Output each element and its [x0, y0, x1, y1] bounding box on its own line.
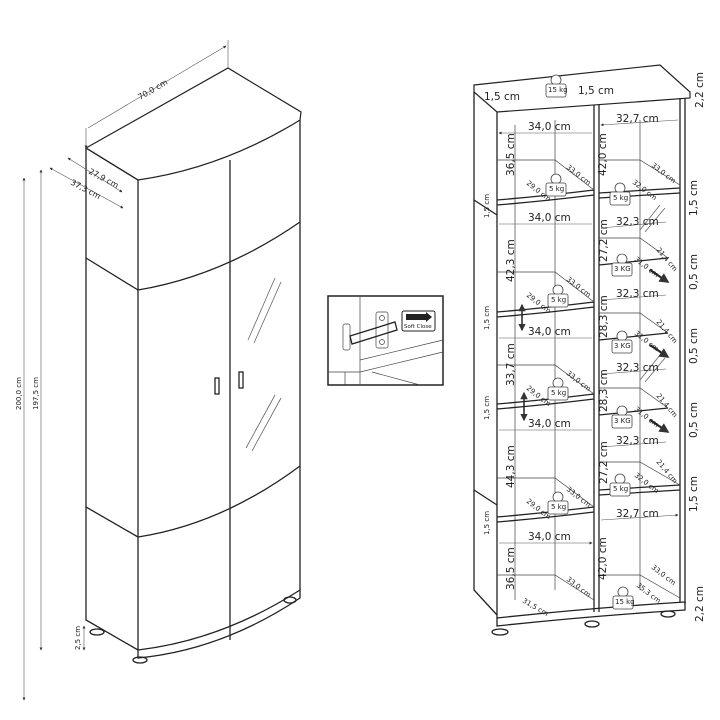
cabinet-overview: 70,0 cm 27,9 cm 37,3 cm 200,0 cm 197,5 c… — [15, 40, 302, 701]
dimension-label: 42,0 cm — [597, 537, 609, 580]
dimension-label: 33,0 cm — [565, 575, 593, 599]
weight-label: 5 kg — [613, 194, 628, 202]
hinge-icon — [342, 311, 398, 351]
height-label: 200,0 cm — [15, 377, 23, 410]
dimension-label: 32,7 cm — [616, 508, 659, 520]
width-label: 70,0 cm — [137, 78, 170, 102]
arrow-right-icon — [406, 312, 432, 322]
weight-label: 5 kg — [551, 503, 566, 511]
dimension-label: 21,4 cm — [654, 246, 679, 273]
weight-label: 5 kg — [613, 485, 628, 493]
dimension-label: 33,0 cm — [565, 275, 593, 299]
dimension-label: 0,5 cm — [688, 402, 700, 438]
dimension-label: 34,0 cm — [528, 212, 571, 224]
dimension-label: 34,0 cm — [528, 531, 571, 543]
hinge-inset: Soft Close — [327, 295, 444, 386]
dimension-label: 32,3 cm — [616, 216, 659, 228]
dimension-label: 28,3 cm — [598, 369, 610, 412]
dimension-label: 42,3 cm — [505, 239, 517, 282]
dimension-label: 1,5 cm — [483, 511, 491, 535]
dimension-label: 32,3 cm — [616, 288, 659, 300]
weight-icon: 15 kg — [545, 74, 568, 98]
dimension-label: 21,4 cm — [654, 392, 679, 419]
dimension-label: 1,5 cm — [484, 91, 520, 103]
weight-icon: 15 kg — [612, 586, 635, 610]
weight-label: 15 kg — [615, 598, 635, 606]
dimension-label: 1,5 cm — [483, 306, 491, 330]
dimension-label: 1,5 cm — [688, 180, 700, 216]
dimension-label: 36,5 cm — [505, 547, 517, 590]
weight-icon: 5 kg — [547, 491, 569, 515]
weight-label: 5 kg — [551, 296, 566, 304]
dimension-label: 33,0 cm — [565, 369, 593, 393]
dimension-label: 33,0 cm — [565, 163, 593, 187]
weight-label: 3 KG — [614, 342, 631, 350]
dimension-label: 33,7 cm — [505, 343, 517, 386]
soft-close-label: Soft Close — [404, 324, 432, 330]
dimension-label: 33,0 cm — [565, 485, 593, 509]
dimension-label: 0,5 cm — [688, 328, 700, 364]
weight-icon: 5 kg — [547, 377, 569, 401]
dimension-label: 0,5 cm — [688, 254, 700, 290]
dimension-label: 27,2 cm — [598, 219, 610, 262]
dimension-label: 1,5 cm — [578, 85, 614, 97]
weight-icon: 5 kg — [609, 182, 631, 206]
door-handle-left — [214, 377, 220, 395]
dimension-label: 21,4 cm — [654, 318, 679, 345]
dimension-label: 32,7 cm — [616, 113, 659, 125]
weight-icon: 5 kg — [545, 173, 567, 197]
dimension-label: 32,3 cm — [616, 435, 659, 447]
dimension-label: 27,2 cm — [598, 441, 610, 484]
dimension-label: 34,0 cm — [528, 121, 571, 133]
weight-icon: 5 kg — [609, 473, 631, 497]
dimension-label: 34,0 cm — [528, 418, 571, 430]
weight-icon: 3 KG — [611, 330, 633, 354]
dimension-label: 36,5 cm — [505, 133, 517, 176]
weight-label: 15 kg — [548, 86, 568, 94]
weight-label: 5 kg — [549, 185, 564, 193]
dimension-label: 21,4 cm — [654, 458, 679, 485]
glass-reflection — [245, 277, 282, 452]
dimension-label: 42,0 cm — [597, 133, 609, 176]
dimension-label: 33,0 cm — [650, 563, 678, 587]
inner-depth-label: 27,9 cm — [87, 167, 120, 190]
dimension-label: 2,2 cm — [694, 72, 706, 108]
dimension-label: 1,5 cm — [483, 396, 491, 420]
dimension-label: 33,0 cm — [650, 161, 678, 185]
door-handle-right — [238, 371, 244, 389]
cabinet-interior: 15 kg 5 kg 5 kg 3 KG 5 kg 3 KG 5 kg 3 KG… — [473, 64, 706, 636]
dimension-label: 1,5 cm — [688, 476, 700, 512]
weight-label: 3 KG — [614, 265, 631, 273]
dimension-label: 31,0 cm — [633, 329, 661, 353]
weight-label: 5 kg — [551, 389, 566, 397]
dimension-label: 32,3 cm — [616, 362, 659, 374]
dimension-label: 35,3 cm — [635, 581, 663, 605]
weight-icon: 3 KG — [611, 253, 633, 277]
body-height-label: 197,5 cm — [32, 377, 40, 410]
dimension-label: 1,5 cm — [483, 194, 491, 218]
dimension-label: 44,3 cm — [505, 445, 517, 488]
weight-label: 3 KG — [614, 417, 631, 425]
dimension-label: 2,2 cm — [694, 586, 706, 622]
dimension-label: 34,0 cm — [528, 326, 571, 338]
plinth-label: 2,5 cm — [74, 626, 82, 650]
weight-icon: 5 kg — [547, 284, 569, 308]
dimension-label: 28,3 cm — [598, 295, 610, 338]
weight-icon: 3 KG — [611, 405, 633, 429]
